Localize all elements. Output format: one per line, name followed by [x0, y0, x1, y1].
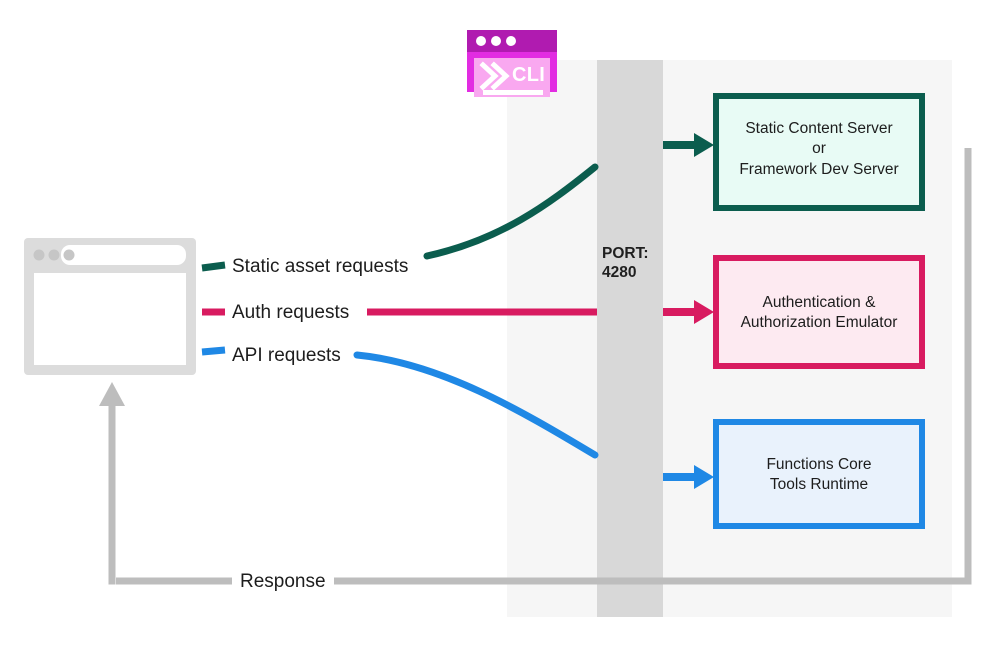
functions-runtime-line-2: Tools Runtime: [769, 476, 869, 494]
static-content-server-line-2: or: [812, 140, 826, 158]
auth-emulator-line-1: Authentication &: [762, 294, 876, 311]
auth-emulator-box: [713, 255, 925, 369]
functions-runtime-line-1: Functions Core: [766, 456, 872, 473]
browser-window-icon: [24, 238, 196, 375]
cli-text: CLI: [512, 64, 546, 86]
auth-connector: [202, 300, 970, 324]
functions-runtime-label: Functions Core Tools Runtime: [716, 455, 922, 496]
static-asset-connector: [201, 133, 970, 272]
cli-chevron-icon: [479, 61, 499, 91]
cli-dot-1: [476, 36, 486, 46]
static-content-server-label: Static Content Server or Framework Dev S…: [716, 119, 922, 180]
static-content-server-line-1: Static Content Server: [745, 120, 893, 137]
auth-emulator-label: Authentication & Authorization Emulator: [716, 293, 922, 334]
browser-dot-2: [48, 249, 60, 261]
static-asset-requests-label: Static asset requests: [232, 256, 409, 277]
browser-dot-3: [63, 249, 75, 261]
port-label-text: PORT:: [602, 245, 649, 262]
api-requests-label: API requests: [232, 345, 341, 366]
response-label: Response: [232, 572, 334, 591]
auth-emulator-line-2: Authorization Emulator: [740, 314, 898, 332]
cli-dot-2: [491, 36, 501, 46]
api-connector: [201, 346, 970, 489]
browser-dot-1: [33, 249, 45, 261]
port-label: PORT: 4280: [602, 244, 662, 283]
port-band: [597, 60, 663, 617]
static-content-server-box: [713, 93, 925, 211]
cli-underline: [483, 90, 543, 95]
static-content-server-line-3: Framework Dev Server: [739, 160, 899, 178]
auth-requests-label: Auth requests: [232, 302, 350, 323]
cli-dot-3: [506, 36, 516, 46]
functions-runtime-box: [713, 419, 925, 529]
port-number: 4280: [602, 264, 637, 282]
cli-window-icon: [467, 30, 557, 97]
